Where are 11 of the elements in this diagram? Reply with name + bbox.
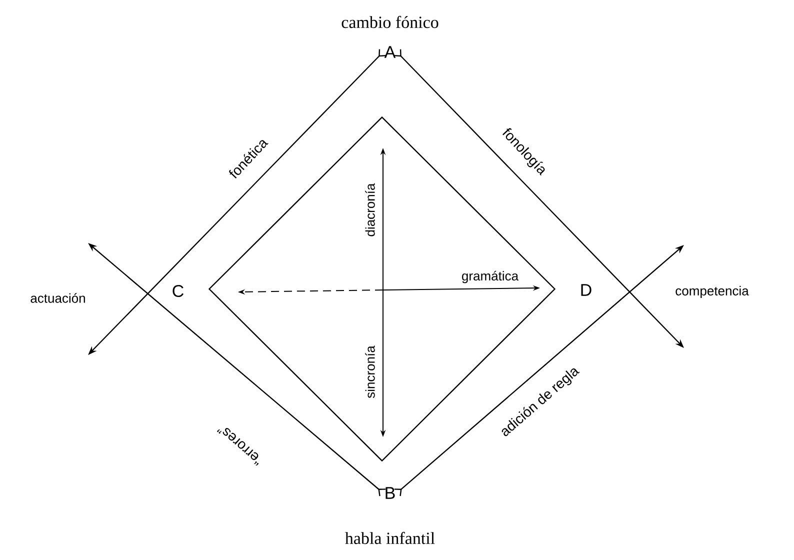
vertex-letter: C [172, 284, 184, 298]
side-label: competencia [676, 286, 749, 298]
axis-label: sincronía [365, 346, 375, 398]
vertex-letter: D [581, 284, 592, 296]
corner-label: habla infantil [345, 532, 435, 544]
axis-label: gramática [462, 270, 519, 284]
corner-label: cambio fónico [342, 16, 438, 28]
axis-label: diacronía [365, 183, 375, 236]
side-label: actuación [30, 293, 85, 303]
vertex-letter: B [386, 487, 395, 499]
vertex-letter: A [384, 46, 396, 58]
